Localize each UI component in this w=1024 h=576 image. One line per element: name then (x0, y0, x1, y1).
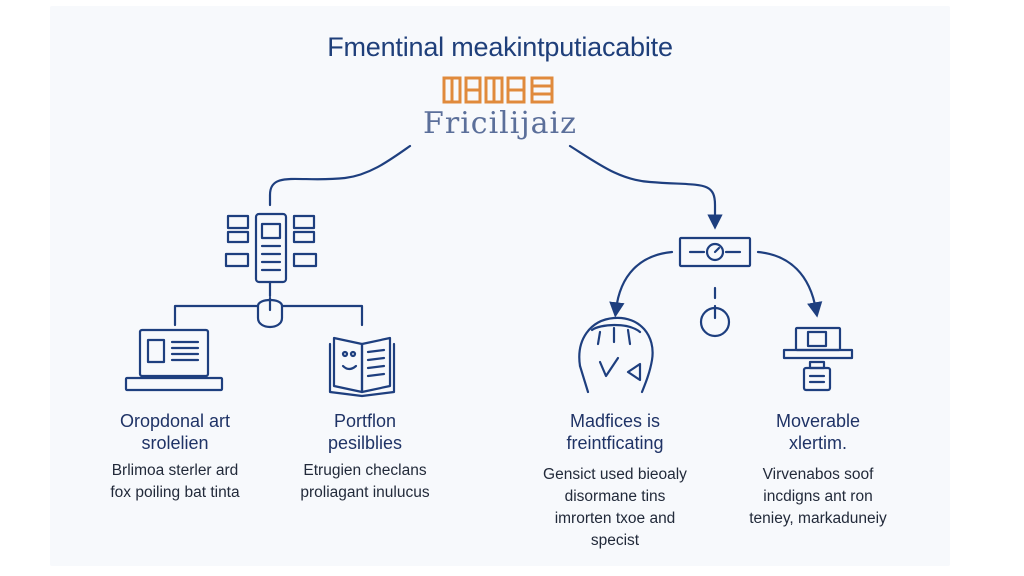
node-3-title: Madfices is freintficating (510, 410, 720, 454)
node-3-title-line1: Madfices is (569, 411, 661, 431)
power-icon (699, 304, 731, 338)
branch-monitor (756, 250, 823, 318)
open-book-icon (328, 336, 396, 398)
branch-left (173, 304, 260, 327)
node-3-title-line2: freintficating (566, 433, 664, 453)
node-3-desc-line2: disormane tins (564, 488, 666, 505)
clock-box-icon (678, 236, 752, 268)
node-2-desc: Etrugien checlans proliagant inulucus (260, 460, 470, 504)
mouse-icon (256, 298, 284, 329)
node-2-title-line1: Portflon (333, 411, 397, 431)
node-2-title: Portflon pesilblies (270, 410, 460, 454)
node-4-desc-line1: Virvenabos soof (762, 466, 874, 483)
node-1-title-line1: Oropdonal art (119, 411, 231, 431)
node-3-desc-line3: imrorten txoe and (554, 510, 676, 527)
node-3-desc: Gensict used bieoaly disormane tins imro… (505, 464, 725, 552)
node-1-title-line2: srolelien (141, 433, 209, 453)
node-3-desc-line1: Gensict used bieoaly (543, 466, 687, 483)
node-2-desc-line1: Etrugien checlans (303, 462, 427, 479)
node-4-desc: Virvenabos soof incdigns ant ron teniey,… (708, 464, 928, 530)
node-4-desc-line3: teniey, markaduneiy (749, 510, 887, 527)
laptop-icon (124, 328, 224, 392)
connector-left (268, 144, 412, 207)
node-1-desc-line2: fox poiling bat tinta (110, 484, 240, 501)
connector-right (568, 144, 723, 230)
node-4-title-line1: Moverable (775, 411, 861, 431)
diagram-title: Fmentinal meakintputiacabite (327, 32, 673, 62)
node-2-desc-line2: proliagant inulucus (300, 484, 430, 501)
branch-right (280, 304, 364, 327)
node-1-desc-line1: Brlimoa sterler ard (111, 462, 239, 479)
monitor-icon (782, 326, 854, 392)
diagram-panel (50, 6, 950, 566)
document-cluster-icon (224, 212, 318, 284)
node-1-title: Oropdonal art srolelien (75, 410, 275, 454)
node-4-title: Moverable xlertim. (718, 410, 918, 454)
node-3-desc-line4: specist (590, 532, 640, 549)
head-profile-icon (578, 316, 654, 394)
node-4-title-line2: xlertim. (789, 433, 847, 453)
node-1-desc: Brlimoa sterler ard fox poiling bat tint… (65, 460, 285, 504)
logo-word: Fricilijaiz (423, 106, 577, 141)
branch-head (609, 250, 674, 318)
node-2-title-line2: pesilblies (327, 433, 403, 453)
node-4-desc-line2: incdigns ant ron (763, 488, 873, 505)
logo-mark (442, 76, 554, 104)
